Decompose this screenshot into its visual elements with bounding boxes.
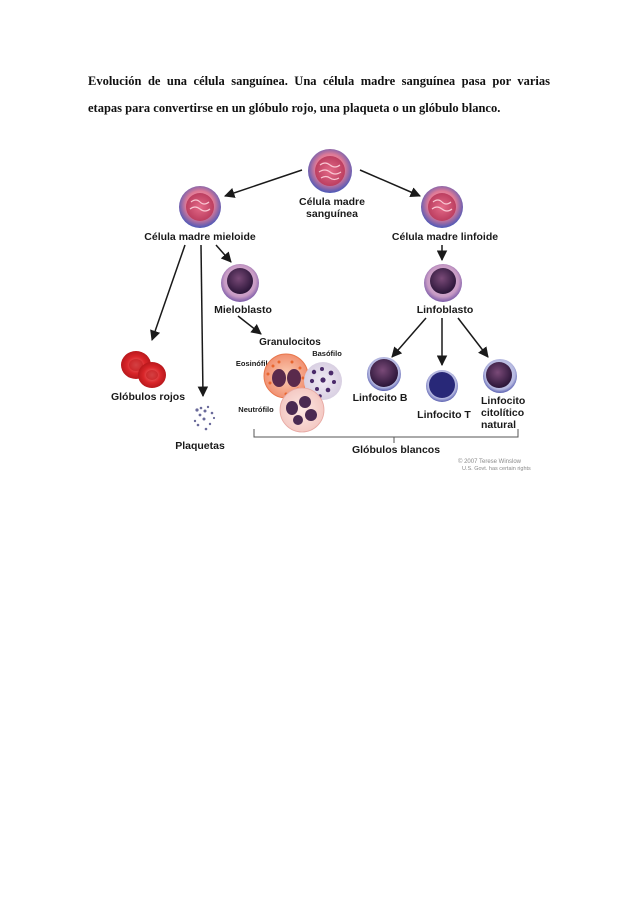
red-blood-cells-label: Glóbulos rojos (111, 391, 185, 403)
caption-line-1: Evolución de una célula sanguínea. Una c… (88, 74, 550, 88)
basophil-cell (304, 362, 342, 400)
credit-line-1: © 2007 Terese Winslow (458, 458, 522, 465)
lymphoid-stem-cell (421, 186, 463, 228)
b-lymphocyte-cell (367, 357, 401, 391)
myeloid-stem-cell (179, 186, 221, 228)
lymphoblast-label: Linfoblasto (417, 304, 474, 316)
figure-caption: Evolución de una célula sanguínea. Una c… (88, 68, 550, 122)
eosinophil-cell (263, 353, 309, 399)
nk-lymphocyte-cell (483, 359, 517, 393)
myeloid-stem-cell-label: Célula madre mieloide (144, 231, 256, 243)
platelets-label: Plaquetas (175, 440, 225, 452)
white-blood-cells-bracket (253, 429, 519, 443)
nk-lymphocyte-label-line2: citolítico (481, 407, 524, 419)
platelets-cells (193, 405, 216, 431)
arrow-myeloid-to-rbc (150, 244, 186, 341)
caption-line-2: etapas para convertirse en un glóbulo ro… (88, 101, 501, 115)
arrow-stem-to-lymphoid (359, 169, 421, 198)
basophil-label: Basófilo (312, 349, 342, 358)
myeloblast-cell (221, 264, 259, 302)
stem-cell-label-line1: Célula madre (299, 196, 365, 208)
arrow-lymphoblast-to-nk (457, 317, 489, 358)
arrow-myeloid-to-myeloblast (215, 244, 232, 263)
arrow-lymphoblast-to-b (391, 317, 427, 358)
arrow-myeloblast-to-granulocytes (237, 315, 262, 335)
granulocytes-label: Granulocitos (259, 337, 321, 348)
eosinophil-label: Eosinófilo (236, 359, 273, 368)
stem-cell-label-line2: sanguínea (306, 208, 358, 220)
credit-line-2: U.S. Govt. has certain rights (462, 466, 531, 472)
neutrophil-cell (279, 387, 325, 433)
nk-lymphocyte-label-line3: natural (481, 419, 516, 431)
arrows (150, 169, 489, 398)
t-lymphocyte-cell (426, 370, 458, 402)
arrow-myeloid-to-platelets (197, 244, 209, 398)
b-lymphocyte-label: Linfocito B (353, 392, 408, 404)
red-blood-cells (121, 351, 166, 388)
lymphoblast-cell (424, 264, 462, 302)
neutrophil-label: Neutrófilo (238, 405, 274, 414)
arrow-stem-to-myeloid (224, 169, 303, 198)
t-lymphocyte-label: Linfocito T (417, 409, 471, 421)
blood-stem-cell (308, 149, 352, 193)
nk-lymphocyte-label-line1: Linfocito (481, 395, 525, 407)
lymphoid-stem-cell-label: Célula madre linfoide (392, 231, 498, 243)
myeloblast-label: Mieloblasto (214, 304, 272, 316)
white-blood-cells-label: Glóbulos blancos (352, 444, 440, 456)
